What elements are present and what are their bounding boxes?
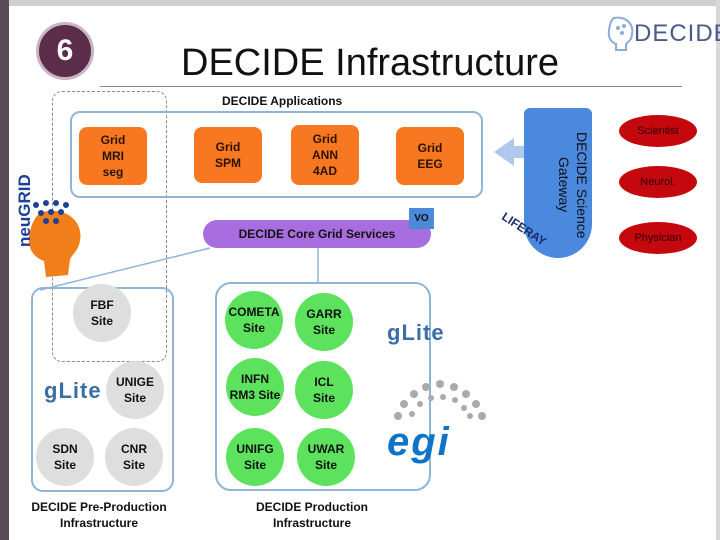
production-box	[215, 282, 431, 491]
site-uwar: UWAR Site	[297, 428, 355, 486]
site-fbf: FBF Site	[73, 284, 131, 342]
applications-box	[70, 111, 483, 198]
glite-logo-prod: gLite	[387, 320, 445, 345]
slide-top-edge	[0, 0, 720, 6]
egi-arc-icon	[394, 380, 486, 420]
preproduction-label: DECIDE Pre-Production Infrastructure	[31, 500, 167, 530]
site-infn-rm3: INFN RM3 Site	[226, 358, 284, 416]
site-icl: ICL Site	[295, 361, 353, 419]
site-garr: GARR Site	[295, 293, 353, 351]
app-grid-eeg: Grid EEG	[396, 127, 464, 185]
site-unige: UNIGE Site	[106, 361, 164, 419]
app-grid-mri-seg: Grid MRI seg	[79, 127, 147, 185]
site-sdn: SDN Site	[36, 428, 94, 486]
neugrid-head-icon	[28, 200, 81, 277]
glite-logo-preprod: gLite	[44, 378, 102, 403]
slide-right-edge	[716, 0, 720, 540]
brain-head-icon	[607, 16, 634, 51]
app-grid-spm: Grid SPM	[194, 127, 262, 183]
site-unifg: UNIFG Site	[226, 428, 284, 486]
slide-title: DECIDE Infrastructure	[181, 42, 559, 84]
core-services-label: DECIDE Core Grid Services	[238, 227, 396, 241]
science-gateway	[524, 108, 592, 258]
science-gateway-label: DECIDE Science Gateway	[556, 131, 590, 239]
site-cnr: CNR Site	[105, 428, 163, 486]
applications-label: DECIDE Applications	[222, 94, 343, 108]
arrow-left-icon	[494, 138, 526, 166]
role-physician: Physician	[619, 222, 697, 254]
title-divider	[100, 86, 682, 87]
role-neurologist: Neurol.	[619, 166, 697, 198]
egi-logo: egi	[387, 420, 451, 464]
role-scientist: Scientist	[619, 115, 697, 147]
vo-badge: VO	[409, 208, 434, 229]
logo-text: DECIDE	[634, 20, 720, 47]
decide-logo: DECIDE	[606, 14, 720, 54]
slide-number-badge: 6	[36, 22, 94, 80]
neugrid-text: neuGRID	[15, 174, 34, 247]
slide-left-edge	[0, 0, 9, 540]
app-grid-ann-4ad: Grid ANN 4AD	[291, 125, 359, 185]
site-cometa: COMETA Site	[225, 291, 283, 349]
production-label: DECIDE Production Infrastructure	[255, 500, 368, 530]
core-services-bar	[203, 220, 431, 248]
